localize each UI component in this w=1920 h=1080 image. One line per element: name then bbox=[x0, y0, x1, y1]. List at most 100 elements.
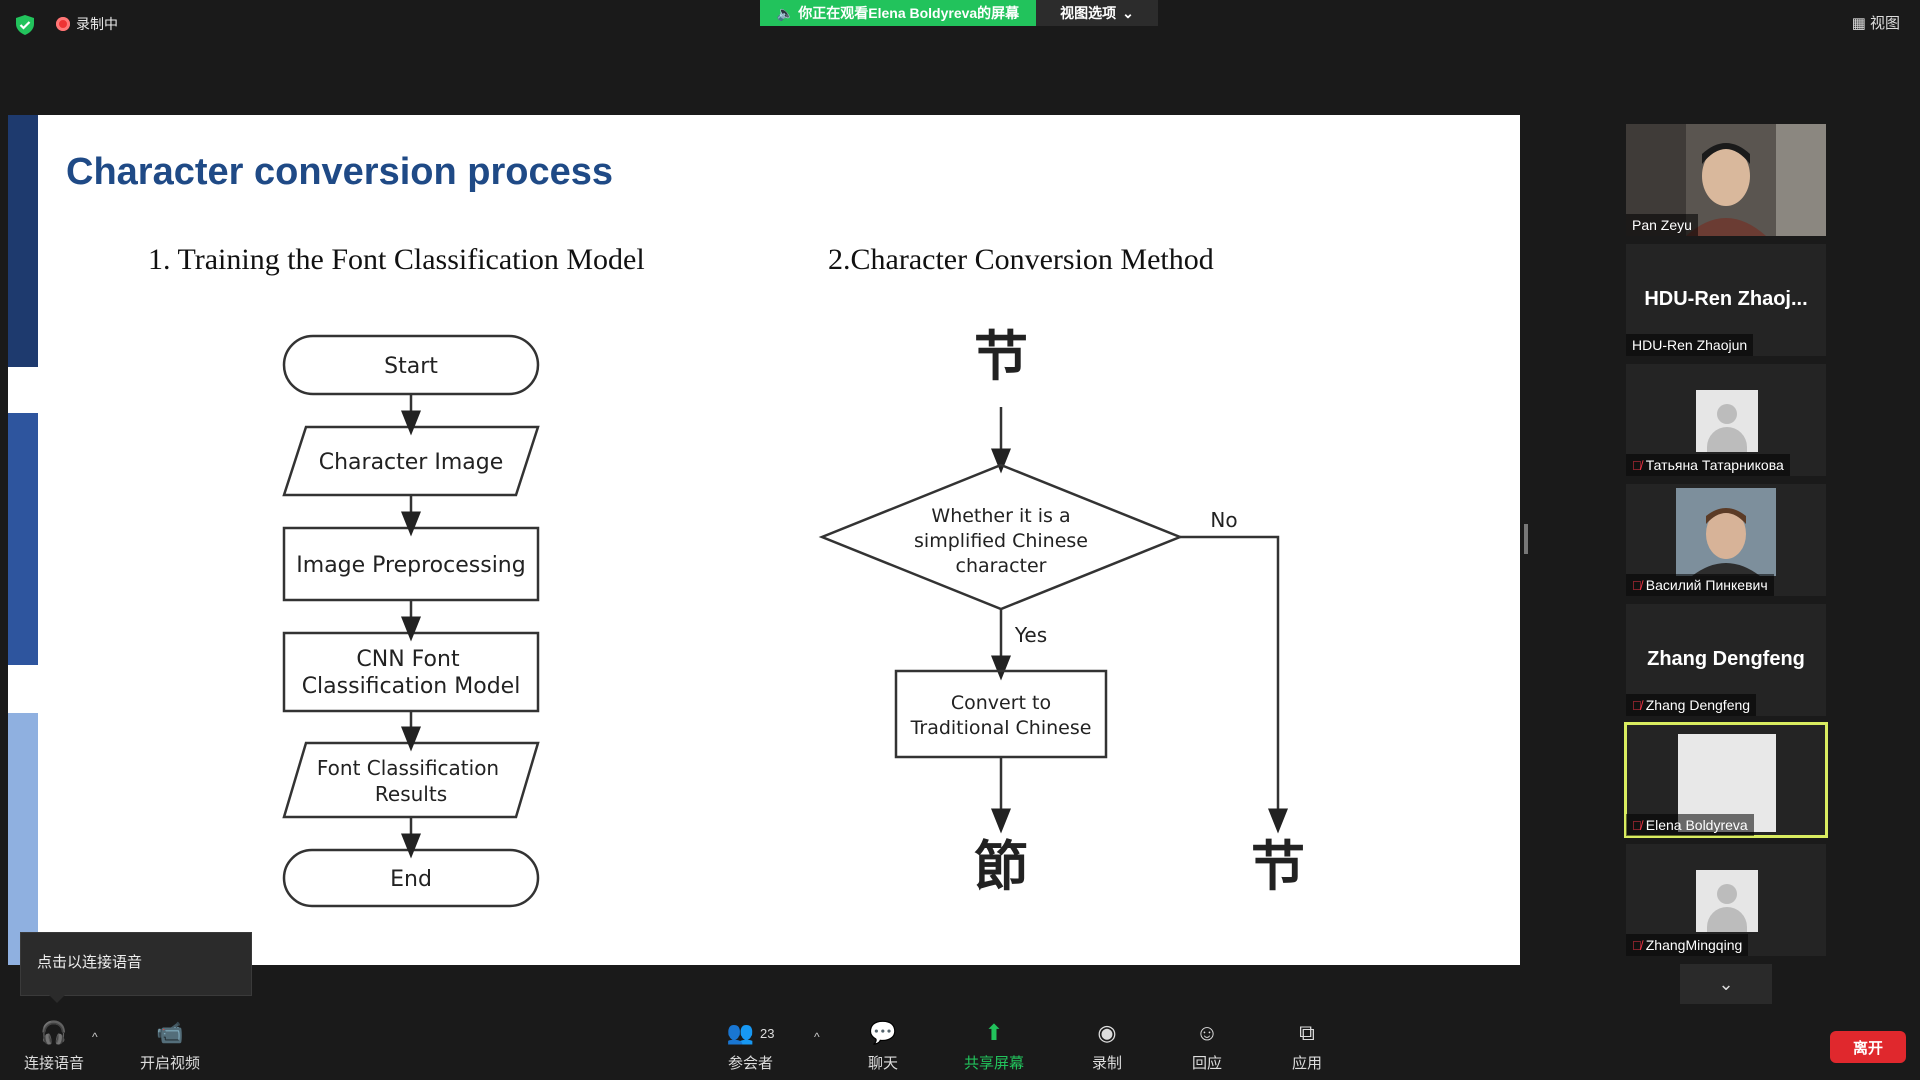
scroll-down-button[interactable]: ⌄ bbox=[1680, 964, 1772, 1004]
mic-muted-icon: 🎙̸ bbox=[1632, 577, 1642, 593]
apps-label: 应用 bbox=[1292, 1055, 1323, 1072]
grid-icon: ▦ bbox=[1851, 14, 1866, 32]
participant-big-name: HDU-Ren Zhaoj... bbox=[1644, 288, 1808, 310]
end-label: End bbox=[390, 867, 432, 892]
view-options-button[interactable]: 视图选项 ⌄ bbox=[1036, 0, 1158, 26]
connect-audio-button[interactable]: 🎧 连接语音 bbox=[24, 1020, 84, 1073]
output-same-char: 节 bbox=[1251, 834, 1305, 898]
chat-label: 聊天 bbox=[868, 1055, 899, 1072]
participant-name-bar: 🎙̸ Elena Boldyreva bbox=[1626, 814, 1754, 836]
output-traditional-char: 節 bbox=[974, 834, 1028, 898]
smiley-icon: ☺ bbox=[1195, 1020, 1219, 1045]
results-label-1: Font Classification bbox=[317, 756, 499, 780]
cnn-label-2: Classification Model bbox=[302, 674, 521, 699]
connect-audio-tooltip: 点击以连接语音 bbox=[20, 932, 252, 1003]
decision-label-3: character bbox=[956, 555, 1047, 577]
participant-name: Pan Zeyu bbox=[1626, 214, 1698, 236]
participant-tile[interactable]: 🎙̸ ZhangMingqing bbox=[1626, 844, 1826, 956]
participant-tile-active-speaker[interactable]: 🎙̸ Elena Boldyreva bbox=[1624, 722, 1828, 838]
participant-name: ZhangMingqing bbox=[1645, 937, 1743, 953]
convert-node bbox=[894, 669, 1108, 759]
section-1-title: 1. Training the Font Classification Mode… bbox=[148, 243, 645, 276]
participant-tile[interactable]: HDU-Ren Zhaoj... HDU-Ren Zhaojun bbox=[1626, 244, 1826, 356]
results-node bbox=[282, 741, 540, 819]
no-label: No bbox=[1210, 508, 1237, 532]
cnn-node bbox=[282, 631, 540, 713]
recording-label: 录制中 bbox=[76, 16, 118, 32]
reactions-button[interactable]: ☺ 回应 bbox=[1192, 1020, 1222, 1073]
record-dot-icon bbox=[56, 17, 70, 31]
participant-name: Татьяна Татарникова bbox=[1645, 457, 1784, 473]
split-handle[interactable] bbox=[1524, 524, 1528, 554]
audio-options-caret-icon[interactable]: ^ bbox=[92, 1030, 98, 1044]
share-screen-label: 共享屏幕 bbox=[964, 1055, 1025, 1072]
speaker-icon: 🔈 bbox=[776, 4, 795, 21]
participant-tile[interactable]: 🎙̸ Василий Пинкевич bbox=[1626, 484, 1826, 596]
flowcharts: Start Character Image Image Preprocessin… bbox=[282, 324, 1305, 908]
participant-tile[interactable]: Zhang Dengfeng 🎙̸ Zhang Dengfeng bbox=[1626, 604, 1826, 716]
participants-icon: 👥23 bbox=[726, 1020, 775, 1045]
share-screen-button[interactable]: ⬆ 共享屏幕 bbox=[964, 1020, 1024, 1073]
mic-muted-icon: 🎙̸ bbox=[1632, 697, 1642, 713]
view-options-label: 视图选项 bbox=[1060, 5, 1117, 21]
participants-options-caret-icon[interactable]: ^ bbox=[814, 1030, 820, 1044]
chat-button[interactable]: 💬 聊天 bbox=[868, 1020, 898, 1073]
slide-title: Character conversion process bbox=[66, 151, 614, 193]
chevron-down-icon: ⌄ bbox=[1718, 973, 1734, 994]
mic-muted-icon: 🎙̸ bbox=[1632, 817, 1642, 833]
apps-icon: ⧉ bbox=[1299, 1020, 1315, 1045]
record-button[interactable]: ◉ 录制 bbox=[1092, 1020, 1122, 1073]
character-image-label: Character Image bbox=[319, 450, 504, 475]
participant-name-bar: 🎙̸ ZhangMingqing bbox=[1626, 934, 1749, 956]
character-image-node bbox=[282, 425, 540, 497]
slide-sidebar bbox=[8, 115, 38, 965]
leave-button[interactable]: 离开 bbox=[1830, 1031, 1906, 1063]
yes-label: Yes bbox=[1014, 623, 1047, 647]
record-label: 录制 bbox=[1092, 1055, 1123, 1072]
decision-label-2: simplified Chinese bbox=[914, 530, 1088, 552]
viewing-text: 你正在观看Elena Boldyreva的屏幕 bbox=[798, 5, 1020, 21]
mic-muted-icon: 🎙̸ bbox=[1632, 457, 1642, 473]
top-bar: 录制中 🔈 你正在观看Elena Boldyreva的屏幕 视图选项 ⌄ ▦ 视… bbox=[0, 0, 1920, 48]
apps-button[interactable]: ⧉ 应用 bbox=[1292, 1020, 1322, 1073]
decision-label-1: Whether it is a bbox=[931, 505, 1070, 527]
participant-big-name: Zhang Dengfeng bbox=[1647, 648, 1805, 670]
participant-name-bar: 🎙̸ Zhang Dengfeng bbox=[1626, 694, 1757, 716]
start-video-button[interactable]: 📹 开启视频 bbox=[140, 1020, 200, 1073]
participants-button[interactable]: 👥23 参会者 bbox=[726, 1020, 775, 1073]
participants-label: 参会者 bbox=[728, 1055, 774, 1072]
chevron-down-icon: ⌄ bbox=[1122, 4, 1134, 21]
participant-name: Zhang Dengfeng bbox=[1645, 697, 1751, 713]
convert-label-1: Convert to bbox=[951, 692, 1051, 714]
recording-indicator[interactable]: 录制中 bbox=[56, 14, 118, 34]
viewing-banner: 🔈 你正在观看Elena Boldyreva的屏幕 bbox=[760, 0, 1036, 26]
reactions-label: 回应 bbox=[1192, 1055, 1223, 1072]
participant-tile[interactable]: Pan Zeyu bbox=[1626, 124, 1826, 236]
record-icon: ◉ bbox=[1097, 1020, 1117, 1045]
sidebar-bar-mid bbox=[8, 413, 38, 665]
participant-name: Elena Boldyreva bbox=[1645, 817, 1748, 833]
cnn-label-1: CNN Font bbox=[356, 647, 460, 672]
view-button[interactable]: ▦ 视图 bbox=[1852, 12, 1900, 33]
share-screen-icon: ⬆ bbox=[984, 1020, 1004, 1045]
sidebar-bar-dark bbox=[8, 115, 38, 367]
video-off-icon: 📹 bbox=[156, 1020, 184, 1045]
mic-muted-icon: 🎙̸ bbox=[1632, 937, 1642, 953]
start-video-label: 开启视频 bbox=[140, 1055, 201, 1072]
chat-icon: 💬 bbox=[869, 1020, 897, 1045]
shield-icon[interactable] bbox=[14, 14, 36, 36]
participant-name: HDU-Ren Zhaojun bbox=[1626, 334, 1754, 356]
participant-tile[interactable]: 🎙̸ Татьяна Татарникова bbox=[1626, 364, 1826, 476]
view-label: 视图 bbox=[1869, 15, 1900, 32]
start-label: Start bbox=[384, 354, 438, 379]
video-feed bbox=[1626, 484, 1826, 596]
default-avatar-icon bbox=[1696, 870, 1758, 932]
connect-audio-label: 连接语音 bbox=[24, 1055, 85, 1072]
participants-count: 23 bbox=[759, 1025, 775, 1041]
participant-name: Василий Пинкевич bbox=[1645, 577, 1768, 593]
participant-name-bar: 🎙̸ Татьяна Татарникова bbox=[1626, 454, 1790, 476]
input-char: 节 bbox=[974, 324, 1028, 388]
results-label-2: Results bbox=[375, 782, 447, 806]
sidebar-bar-light bbox=[8, 713, 38, 965]
participant-name-bar: 🎙̸ Василий Пинкевич bbox=[1626, 574, 1774, 596]
